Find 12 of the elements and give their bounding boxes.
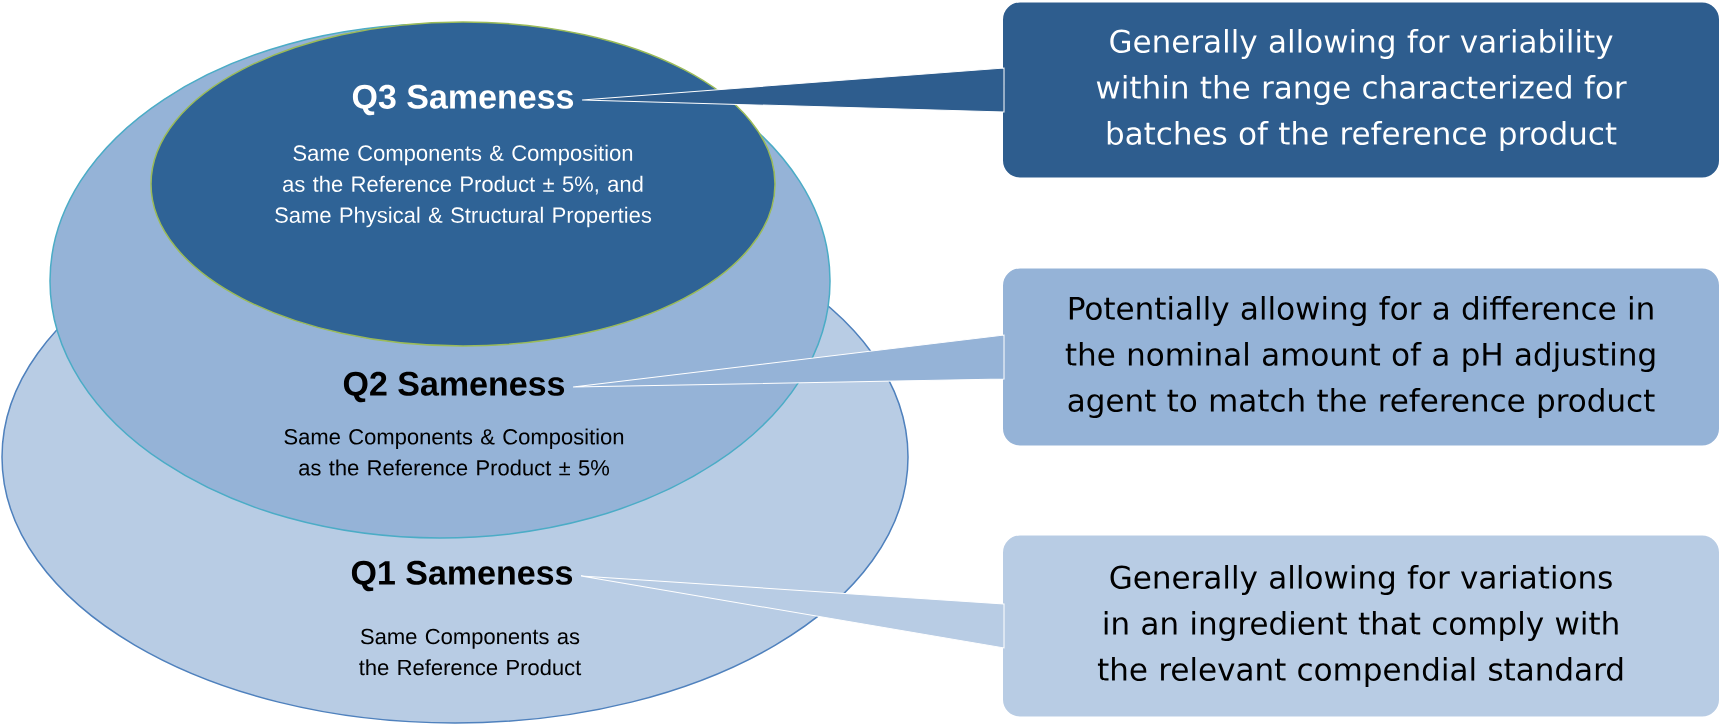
description: Same Components as the Reference Product [359,628,582,676]
callout-box: Generally allowing for variations in an ingredient that comply with the relevant compendial standard [1001,533,1721,719]
heading: Q2 Sameness [343,371,565,403]
description: Same Components & Composition as the Reference Product ± 5%, and Same Physical & Structural Properties [275,144,652,228]
callout-pointer [580,575,1005,649]
heading: Q1 Sameness [351,560,573,592]
heading: Q3 Sameness [352,84,574,116]
description: Same Components & Composition as the Reference Product ± 5% [284,428,624,476]
callout-box: Potentially allowing for a difference in the nominal amount of a pH adjusting agent to match the reference product [1001,266,1721,448]
callout-pointer [572,334,1005,388]
callout-box: Generally allowing for variability within the range characterized for batches of the reference product [1001,0,1721,180]
callout-pointer [581,67,1005,113]
